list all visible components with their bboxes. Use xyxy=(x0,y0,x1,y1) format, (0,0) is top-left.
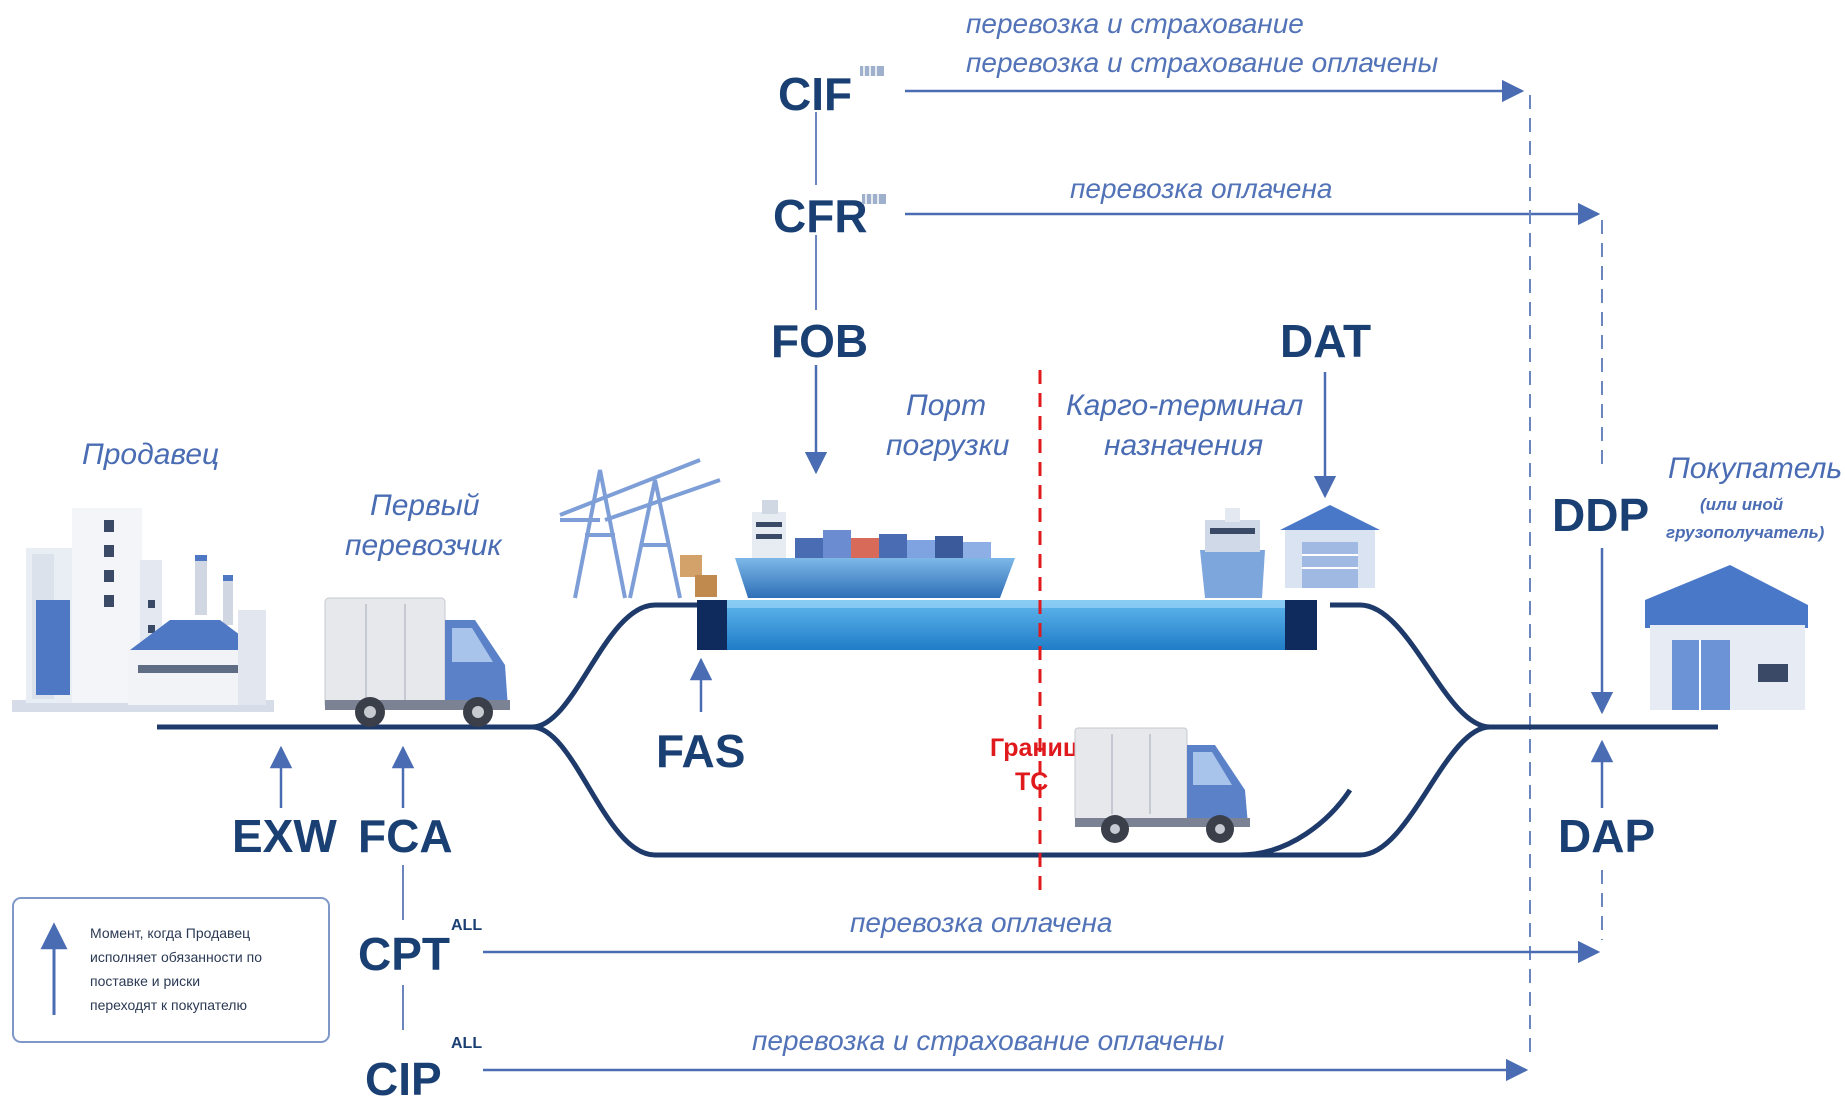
port-label-line1: Порт xyxy=(906,389,986,422)
term-cfr: CFR xyxy=(773,190,868,242)
term-dat: DAT xyxy=(1280,315,1371,367)
crane-icon xyxy=(559,458,721,599)
buyer-sub-line1: (или иной xyxy=(1700,495,1784,514)
term-cip: CIP xyxy=(365,1053,442,1105)
cfr-note: перевозка оплачена xyxy=(1070,173,1333,204)
cip-note: перевозка и страхование оплачены xyxy=(752,1025,1225,1056)
legend-line3: поставке и риски xyxy=(90,973,200,989)
legend-line4: переходят к покупателю xyxy=(90,997,247,1013)
carrier-label-line1: Первый xyxy=(370,489,480,522)
terminal-label-line1: Карго-терминал xyxy=(1066,389,1303,422)
carrier-label-line2: перевозчик xyxy=(345,529,503,562)
cpt-sup: ALL xyxy=(451,917,482,934)
road-truck-icon xyxy=(1074,727,1250,843)
buyer-warehouse-icon xyxy=(1645,565,1808,710)
term-fas: FAS xyxy=(656,725,745,777)
cfr-sup-icon xyxy=(862,194,886,204)
legend-line2: исполняет обязанности по xyxy=(90,949,262,965)
cargo-boxes xyxy=(680,555,717,597)
seller-label: Продавец xyxy=(82,438,219,471)
cif-note-line1: перевозка и страхование xyxy=(966,8,1304,39)
term-ddp: DDP xyxy=(1552,489,1649,541)
truck-icon xyxy=(324,597,510,727)
term-fca: FCA xyxy=(358,810,453,862)
port-label-line2: погрузки xyxy=(886,429,1010,462)
legend-box: Момент, когда Продавец исполняет обязанн… xyxy=(12,897,330,1043)
cip-sup: ALL xyxy=(451,1035,482,1052)
cif-note-line2: перевозка и страхование оплачены xyxy=(966,47,1439,78)
term-cpt: CPT xyxy=(358,928,450,980)
ship-icon xyxy=(735,500,1015,598)
sea-band xyxy=(697,600,1317,650)
term-cif: CIF xyxy=(778,68,852,120)
route-lines xyxy=(157,602,1718,858)
factory-icon xyxy=(12,508,274,712)
terminal-warehouse-icon xyxy=(1280,505,1380,588)
terminal-label-line2: назначения xyxy=(1104,429,1263,462)
term-dap: DAP xyxy=(1558,810,1655,862)
term-exw: EXW xyxy=(232,810,337,862)
buyer-label: Покупатель xyxy=(1668,452,1842,485)
legend-line1: Момент, когда Продавец xyxy=(90,925,250,941)
border-label-line2: ТС xyxy=(1015,768,1048,796)
destination-ship-icon xyxy=(1200,508,1265,598)
buyer-sub-line2: грузополучатель) xyxy=(1666,523,1825,542)
term-fob: FOB xyxy=(771,315,868,367)
cif-sup-icon xyxy=(860,66,884,76)
cpt-note: перевозка оплачена xyxy=(850,907,1113,938)
